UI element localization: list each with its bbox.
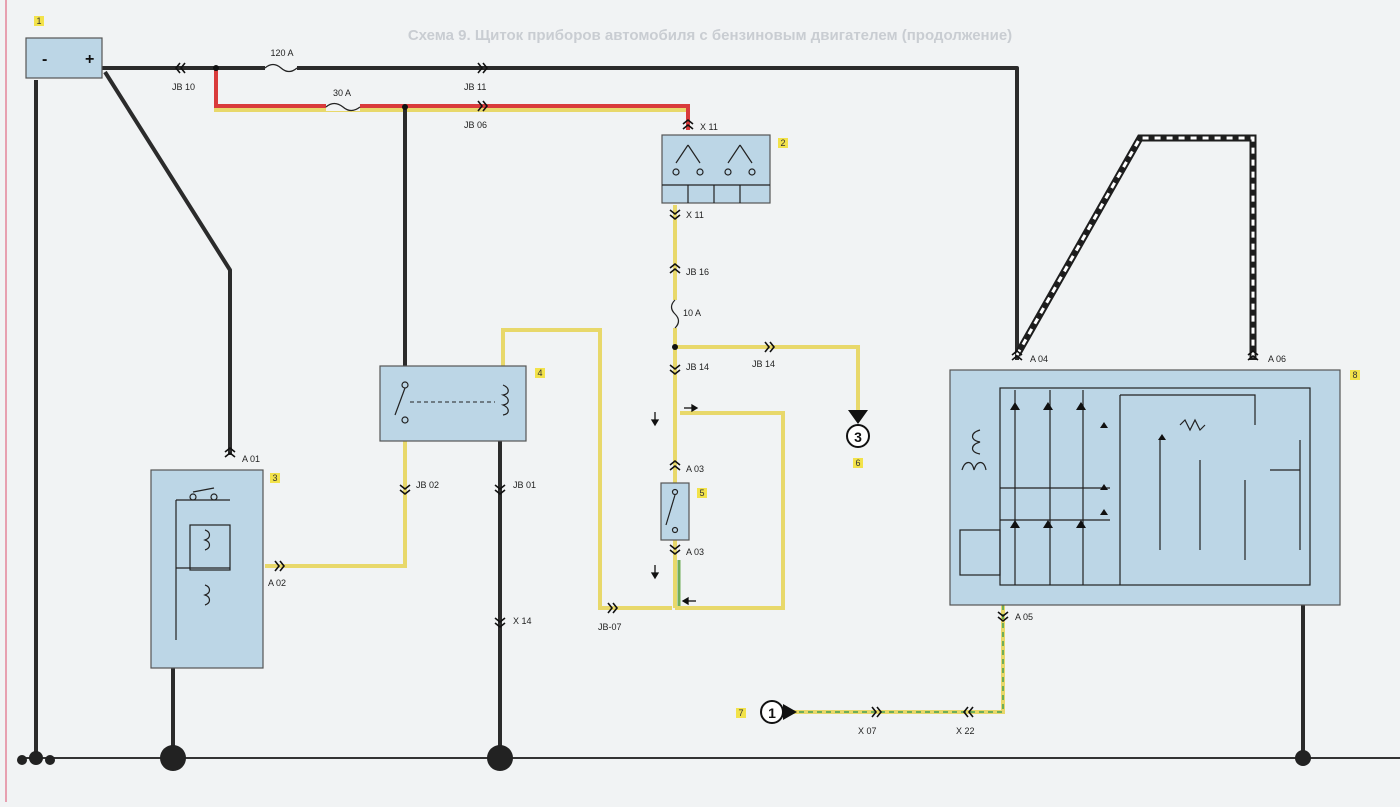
component-tags: 1 2 3 4 5 6 7 8 [34, 16, 1360, 718]
ground-points [17, 745, 1311, 771]
svg-text:X 22: X 22 [956, 726, 975, 736]
svg-text:5: 5 [699, 488, 704, 498]
fuse-30a: 30 A [325, 88, 361, 112]
wire-shield-inner [1015, 136, 1255, 360]
svg-text:10 A: 10 A [683, 308, 701, 318]
connector-labels: JB 10 JB 11 JB 06 X 11 X 11 JB 16 JB 14 … [172, 82, 1286, 736]
wire-signal-stripe [790, 605, 1004, 713]
svg-text:A 05: A 05 [1015, 612, 1033, 622]
svg-text:7: 7 [738, 708, 743, 718]
wire-main-positive [100, 66, 1019, 360]
svg-text:JB 16: JB 16 [686, 267, 709, 277]
svg-text:JB 14: JB 14 [752, 359, 775, 369]
wire-starter-feed [103, 70, 232, 455]
svg-text:JB 14: JB 14 [686, 362, 709, 372]
svg-text:3: 3 [854, 429, 862, 445]
svg-text:A 02: A 02 [268, 578, 286, 588]
svg-text:A 01: A 01 [242, 454, 260, 464]
ref-circle-3: 3 [846, 410, 870, 448]
fuse-block [661, 134, 771, 204]
generator [949, 369, 1341, 606]
svg-text:3: 3 [272, 473, 277, 483]
fuse-10a: 10 A [670, 299, 701, 329]
wire-relay-to-starter [265, 440, 407, 568]
ignition-switch [660, 482, 690, 541]
svg-text:X 07: X 07 [858, 726, 877, 736]
svg-text:JB 02: JB 02 [416, 480, 439, 490]
svg-text:+: + [85, 51, 94, 68]
wire-jb14-branch [675, 345, 860, 410]
svg-text:JB 10: JB 10 [172, 82, 195, 92]
wire-30a [214, 68, 690, 130]
svg-text:1: 1 [36, 16, 41, 26]
svg-text:8: 8 [1352, 370, 1357, 380]
svg-text:A 06: A 06 [1268, 354, 1286, 364]
svg-text:-: - [42, 51, 47, 68]
svg-text:JB-07: JB-07 [598, 622, 622, 632]
svg-text:A 03: A 03 [686, 464, 704, 474]
ref-circle-1: 1 [760, 700, 797, 724]
fuse-120a: 120 A [264, 48, 298, 73]
relay [379, 365, 527, 442]
svg-text:1: 1 [768, 705, 776, 721]
junction-dots [213, 65, 678, 350]
svg-text:120 A: 120 A [270, 48, 293, 58]
battery: - + [25, 37, 103, 79]
page-title: Схема 9. Щиток приборов автомобиля с бен… [408, 27, 1012, 44]
wire-loop-right [675, 411, 785, 610]
flow-arrows [650, 403, 699, 606]
svg-text:JB 01: JB 01 [513, 480, 536, 490]
wire-30a-outline [214, 68, 690, 130]
wire-shield-outer [1013, 134, 1257, 360]
svg-text:X 11: X 11 [700, 122, 718, 132]
svg-text:X 11: X 11 [686, 210, 704, 220]
wire-relay-coil [501, 328, 672, 610]
svg-text:2: 2 [780, 138, 785, 148]
svg-text:A 04: A 04 [1030, 354, 1048, 364]
svg-text:4: 4 [537, 368, 542, 378]
svg-text:6: 6 [855, 458, 860, 468]
svg-text:A 03: A 03 [686, 547, 704, 557]
wire-signal-base [790, 605, 1005, 714]
svg-text:30 A: 30 A [333, 88, 351, 98]
svg-text:JB 11: JB 11 [464, 82, 486, 92]
svg-text:JB 06: JB 06 [464, 120, 487, 130]
starter [150, 469, 264, 669]
connector-chevrons [174, 62, 1259, 718]
svg-text:X 14: X 14 [513, 616, 532, 626]
